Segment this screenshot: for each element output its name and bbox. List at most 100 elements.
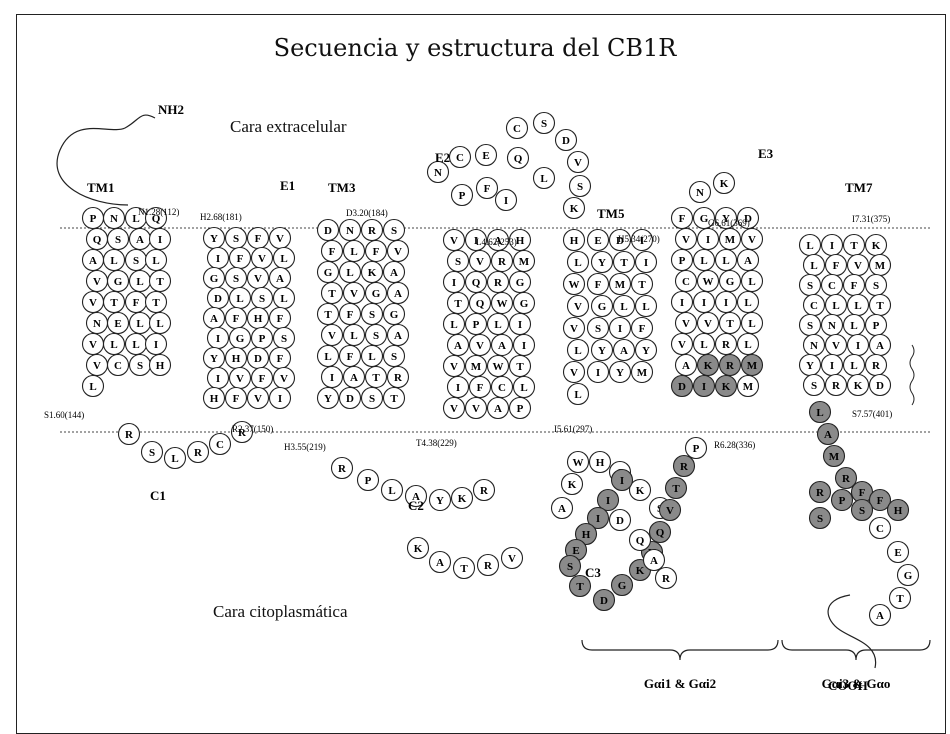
tm4-residue-letter: P [517,403,524,415]
tm2-residue-letter: I [216,373,220,385]
ctail-residue-letter: T [896,593,904,605]
tm3-residue-letter: N [346,225,354,237]
tm4-residue-letter: I [522,340,526,352]
tm1-residue-letter: F [133,297,140,309]
tm2-residue-letter: I [216,333,220,345]
tm6-residue-letter: V [682,318,690,330]
tm6-residue-letter: L [744,297,751,309]
tm3-residue-letter: A [390,267,398,279]
c1-residue-letter: C [216,439,224,451]
residue-position-label: H3.55(219) [284,442,326,452]
c3-residue-letter: H [596,457,605,469]
tm3-residue-letter: S [391,351,397,363]
tm2-residue-letter: I [278,393,282,405]
c2-residue-letter: Y [436,495,444,507]
tm4-residue-letter: V [450,361,458,373]
segment-label-e1: E1 [280,178,295,193]
ctail-residue-letter: E [894,547,901,559]
tm3-residue-letter: V [328,330,336,342]
tm4-residue-letter: M [471,361,482,373]
tm1-residue-letter: T [156,276,164,288]
c3-residue-letter: D [600,595,608,607]
tm2-residue-letter: H [254,313,263,325]
tm4-residue-letter: R [498,256,507,268]
tm4-residue-letter: P [473,319,480,331]
tm1-residue-letter: L [136,318,143,330]
tm7-residue-letter: C [810,300,818,312]
tm3-residue-letter: S [373,330,379,342]
tm2-residue-letter: H [210,393,219,405]
tm3-residue-letter: G [390,309,399,321]
tm6-residue-letter: T [726,318,734,330]
tm4-residue-letter: K [414,543,423,555]
tm4-residue-letter: R [494,277,503,289]
tm5-residue-letter: F [639,323,646,335]
tm7-residue-letter: V [832,340,840,352]
tm7-residue-letter: N [828,320,836,332]
tm1-residue-letter: N [110,213,118,225]
tm5-residue-letter: I [596,367,600,379]
tm3-residue-letter: T [390,393,398,405]
tm1-residue-letter: V [89,339,97,351]
residue-position-label: G6.61(369) [708,218,750,228]
tm5-residue-letter: W [569,279,580,291]
tm4-residue-letter: A [436,557,444,569]
tm1-residue-letter: Q [93,234,102,246]
tm3-residue-letter: A [394,288,402,300]
tm6-residue-letter: I [702,297,706,309]
tm7-residue-letter: V [854,260,862,272]
tm3-residue-letter: A [350,372,358,384]
tm5-residue-letter: V [574,301,582,313]
tm7-residue-letter: A [824,429,832,441]
tm1-residue-letter: L [110,339,117,351]
tm5-residue-letter: M [637,367,648,379]
tm2-residue-letter: A [276,273,284,285]
tm4-residue-letter: F [477,382,484,394]
c3-residue-letter: R [680,461,689,473]
tm6-residue-letter: R [722,339,731,351]
tm5-residue-letter: Y [598,257,606,269]
segment-label-tm7: TM7 [845,180,873,195]
tm4-residue-letter: W [497,298,508,310]
tm7-residue-letter: S [873,280,879,292]
tm5-residue-letter: T [638,279,646,291]
tm5-residue-letter: L [620,301,627,313]
tm3-residue-letter: T [372,372,380,384]
tm6-residue-letter: K [720,178,729,190]
tm6-residue-letter: A [744,255,752,267]
tm5-residue-letter: T [620,257,628,269]
tm3-residue-letter: G [372,288,381,300]
tm1-residue-letter: L [132,339,139,351]
tm4-residue-letter: T [460,563,468,575]
tm3-residue-letter: L [324,351,331,363]
tm6-residue-letter: M [747,360,758,372]
tm3-residue-letter: S [391,225,397,237]
tm3-residue-letter: D [346,393,354,405]
tm6-residue-letter: V [704,318,712,330]
tm3-residue-letter: F [373,246,380,258]
tm5-residue-letter: I [644,257,648,269]
tm7-residue-letter: P [873,320,880,332]
c3-residue-letter: H [582,529,591,541]
tm4-residue-letter: C [498,382,506,394]
tm4-residue-letter: I [518,319,522,331]
tm2-residue-letter: V [276,233,284,245]
tm1-residue-letter: L [156,318,163,330]
tm1-residue-letter: N [93,318,101,330]
e2-residue-letter: L [540,173,547,185]
tm1-residue-letter: V [93,276,101,288]
c1-residue-letter: S [149,447,155,459]
tm7-residue-letter: I [856,340,860,352]
tm7-residue-letter: T [850,240,858,252]
c3-residue-letter: S [567,561,573,573]
e2-residue-letter: K [570,203,579,215]
tm2-residue-letter: F [237,253,244,265]
c3-residue-letter: A [558,503,566,515]
c3-residue-letter: W [573,457,584,469]
e2-residue-letter: V [574,157,582,169]
tm7-residue-letter: K [854,380,863,392]
tm2-residue-letter: A [210,313,218,325]
tm6-residue-letter: V [682,234,690,246]
c3-residue-letter: Q [636,535,645,547]
tm6-residue-letter: L [744,339,751,351]
